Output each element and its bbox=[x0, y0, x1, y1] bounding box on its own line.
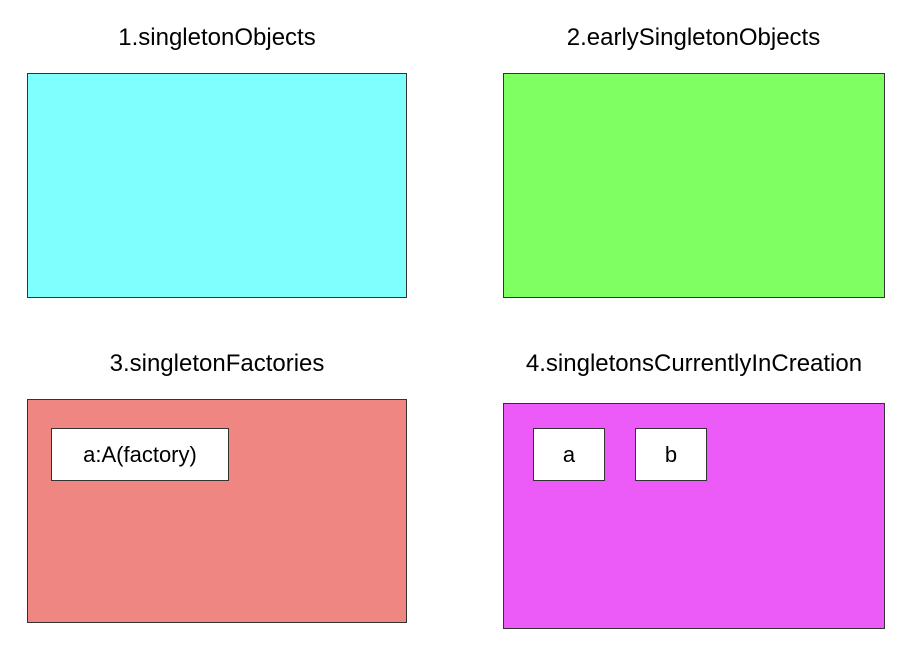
singleton-objects-title: 1.singletonObjects bbox=[118, 24, 316, 51]
singletons-currently-in-creation-title: 4.singletonsCurrentlyInCreation bbox=[525, 350, 863, 377]
singleton-objects-panel bbox=[27, 73, 407, 298]
factory-item-a: a:A(factory) bbox=[51, 428, 229, 481]
early-singleton-objects-panel bbox=[503, 73, 885, 298]
creation-item-a: a bbox=[533, 428, 605, 481]
singleton-factories-title: 3.singletonFactories bbox=[109, 350, 325, 377]
early-singleton-objects-title: 2.earlySingletonObjects bbox=[566, 24, 821, 51]
creation-item-b: b bbox=[635, 428, 707, 481]
